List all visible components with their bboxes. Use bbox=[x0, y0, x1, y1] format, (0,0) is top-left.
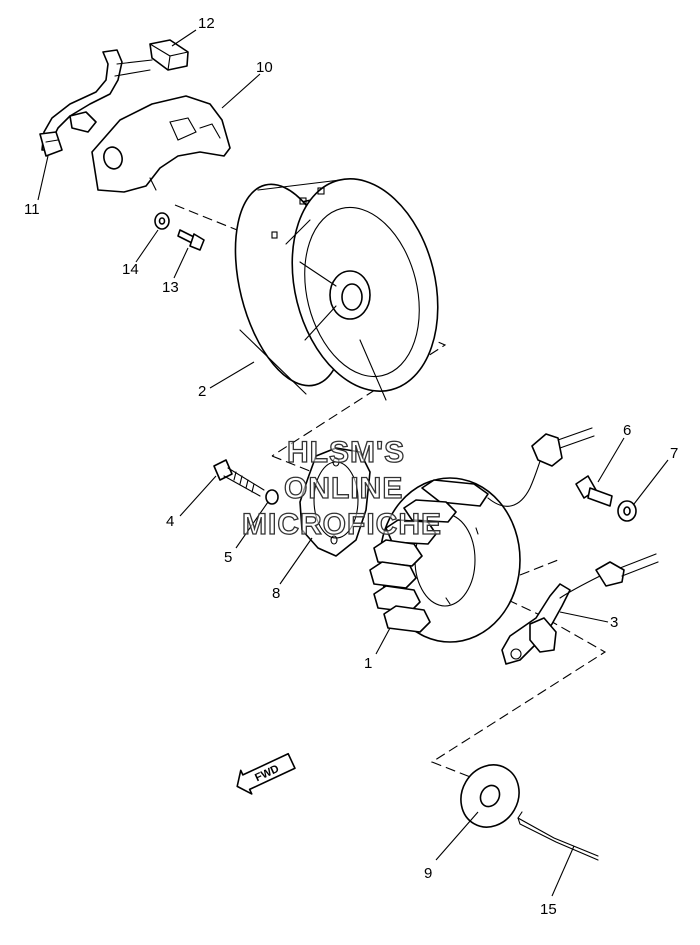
callout-12: 12 bbox=[198, 15, 215, 32]
callout-15: 15 bbox=[540, 901, 557, 918]
part-6-bolt[interactable] bbox=[575, 475, 613, 507]
callout-6: 6 bbox=[623, 422, 631, 439]
callout-4: 4 bbox=[166, 513, 174, 530]
callout-1: 1 bbox=[364, 655, 372, 672]
callout-numbers: 1 2 3 4 5 6 7 8 9 10 11 12 13 14 15 bbox=[24, 15, 678, 918]
part-12-cap[interactable] bbox=[149, 39, 189, 71]
watermark: HLSM'S ONLINE MICROFICHE bbox=[241, 435, 442, 541]
watermark-line-2: ONLINE bbox=[284, 472, 403, 505]
callout-7: 7 bbox=[670, 445, 678, 462]
part-2-rotor[interactable] bbox=[217, 163, 459, 406]
part-5-washer[interactable] bbox=[265, 489, 279, 505]
part-10-cover[interactable] bbox=[91, 95, 231, 193]
callout-13: 13 bbox=[162, 279, 179, 296]
stator-wire-grommet bbox=[531, 427, 595, 467]
watermark-line-1: HLSM'S bbox=[287, 436, 405, 469]
callout-14: 14 bbox=[122, 261, 139, 278]
part-7-washer[interactable] bbox=[617, 500, 637, 522]
part-13-bolt[interactable] bbox=[177, 229, 205, 251]
part-8-plate[interactable] bbox=[299, 447, 371, 557]
callout-5: 5 bbox=[224, 549, 232, 566]
callout-9: 9 bbox=[424, 865, 432, 882]
part-4-bolt[interactable] bbox=[213, 459, 265, 497]
part-1-stator[interactable] bbox=[369, 449, 546, 643]
callout-3: 3 bbox=[610, 614, 618, 631]
assembly-lines bbox=[174, 204, 607, 781]
callout-8: 8 bbox=[272, 585, 280, 602]
leader-lines bbox=[37, 29, 669, 897]
part-11-bracket[interactable] bbox=[39, 49, 153, 157]
part-9-washer[interactable] bbox=[450, 754, 530, 837]
part-3-pickup[interactable] bbox=[501, 553, 659, 665]
callout-11: 11 bbox=[24, 201, 40, 218]
watermark-line-3: MICROFICHE bbox=[242, 508, 442, 541]
fwd-arrow: FWD bbox=[236, 752, 296, 795]
part-14-washer[interactable] bbox=[154, 212, 170, 230]
callout-10: 10 bbox=[256, 59, 273, 76]
part-15-key[interactable] bbox=[517, 811, 599, 861]
callout-2: 2 bbox=[198, 383, 206, 400]
